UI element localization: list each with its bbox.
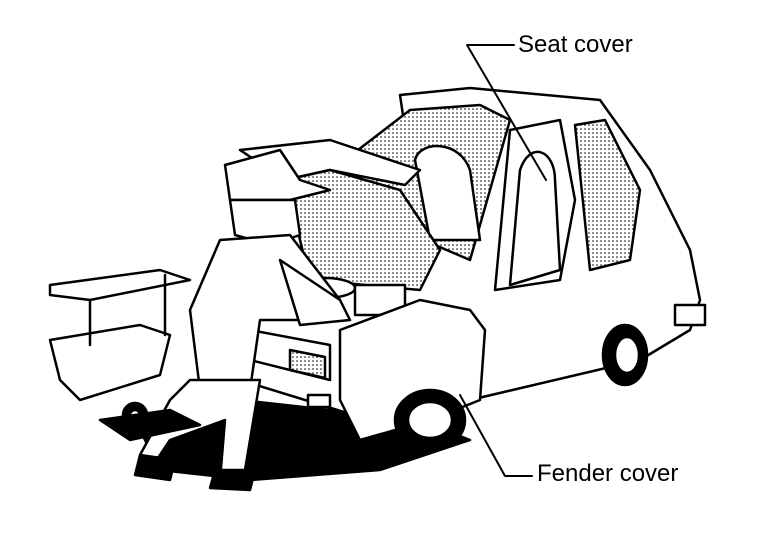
tool-cart-tray	[48, 268, 192, 302]
seat-cover-label: Seat cover	[518, 31, 633, 58]
seat-cover	[508, 150, 562, 287]
fender-cover-leader	[459, 394, 533, 477]
cart-shadow	[98, 408, 202, 442]
license-plate	[306, 393, 332, 409]
tool-cart-bin	[48, 323, 172, 402]
rear-bumper	[673, 303, 707, 327]
mechanic-arm	[278, 258, 352, 327]
front-seat	[413, 144, 482, 242]
seat-cover-leader	[466, 44, 547, 181]
fender-cover-label: Fender cover	[537, 460, 679, 487]
side-window-rear	[573, 118, 642, 272]
mechanic-shoes	[133, 453, 257, 492]
